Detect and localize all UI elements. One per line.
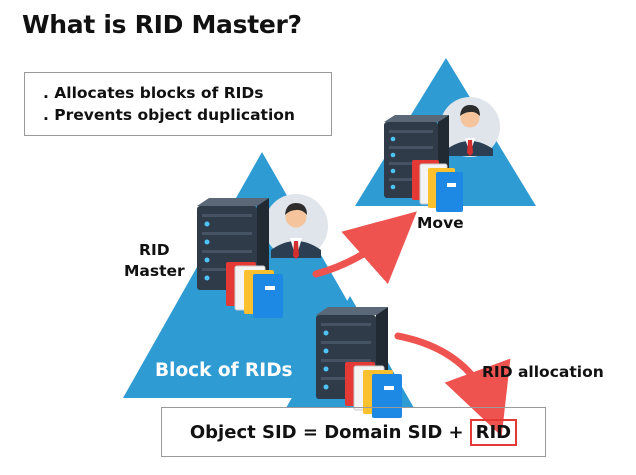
rid-highlight: RID (469, 418, 518, 446)
info-line-allocates: . Allocates blocks of RIDs (43, 84, 264, 102)
block-folders-icon (345, 362, 402, 418)
page-title: What is RID Master? (22, 10, 302, 39)
info-box: . Allocates blocks of RIDs . Prevents ob… (24, 72, 332, 136)
rid-master-folders-icon (226, 262, 283, 318)
move-label: Move (417, 214, 464, 232)
sid-formula-box: Object SID = Domain SID + RID (161, 407, 546, 457)
rid-allocation-label: RID allocation (482, 363, 604, 381)
rid-allocation-arrow (394, 332, 511, 437)
block-of-rids-label: Block of RIDs (155, 360, 293, 381)
move-arrow (312, 211, 417, 285)
sid-formula-text: Object SID = Domain SID + (189, 421, 464, 443)
rid-master-label-line1: RID (139, 241, 170, 259)
info-line-prevents: . Prevents object duplication (43, 106, 295, 124)
rid-master-label: RID Master (124, 240, 185, 282)
rid-master-label-line2: Master (124, 262, 185, 280)
moved-folders-icon (412, 160, 463, 212)
admin-user-icon (264, 194, 328, 259)
moved-user-icon (440, 97, 500, 157)
